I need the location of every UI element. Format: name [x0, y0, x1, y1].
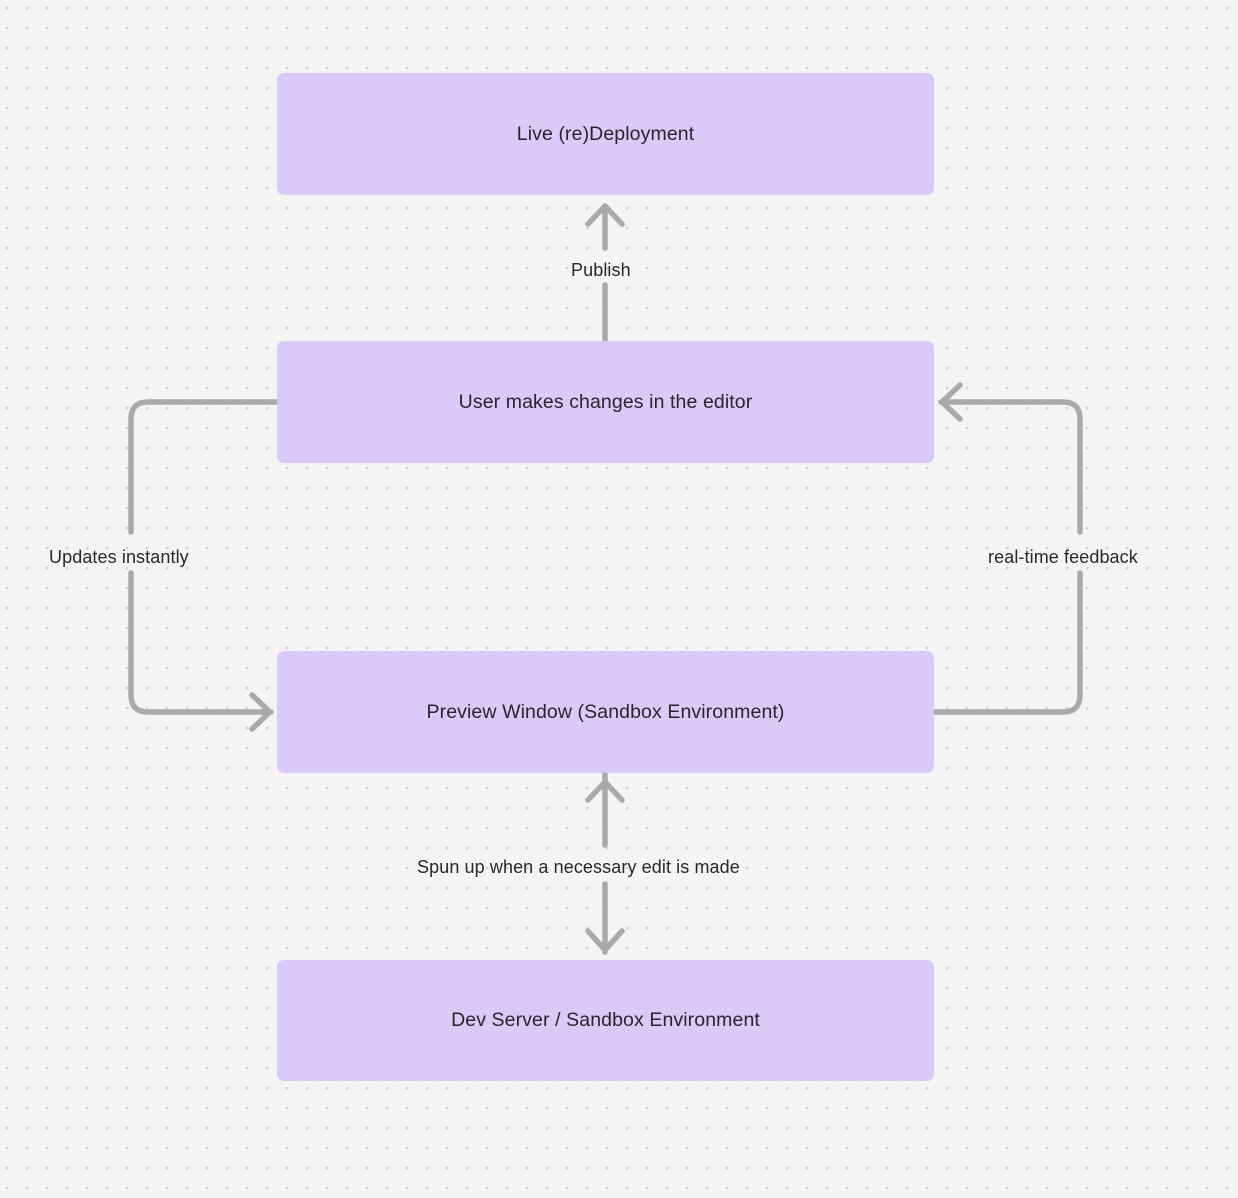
node-live-deployment[interactable]: Live (re)Deployment: [277, 73, 934, 195]
node-label: User makes changes in the editor: [458, 390, 753, 413]
node-preview-window[interactable]: Preview Window (Sandbox Environment): [277, 651, 934, 773]
node-label: Live (re)Deployment: [516, 122, 695, 145]
node-label: Preview Window (Sandbox Environment): [426, 700, 785, 723]
edge-label-real-time-feedback: real-time feedback: [988, 547, 1138, 567]
edge-label-spun-up: Spun up when a necessary edit is made: [417, 857, 740, 877]
edge-label-updates-instantly: Updates instantly: [49, 547, 189, 567]
node-user-makes-changes[interactable]: User makes changes in the editor: [277, 341, 934, 463]
edge-label-publish: Publish: [571, 260, 631, 280]
node-dev-server[interactable]: Dev Server / Sandbox Environment: [277, 960, 934, 1081]
node-label: Dev Server / Sandbox Environment: [451, 1009, 760, 1032]
